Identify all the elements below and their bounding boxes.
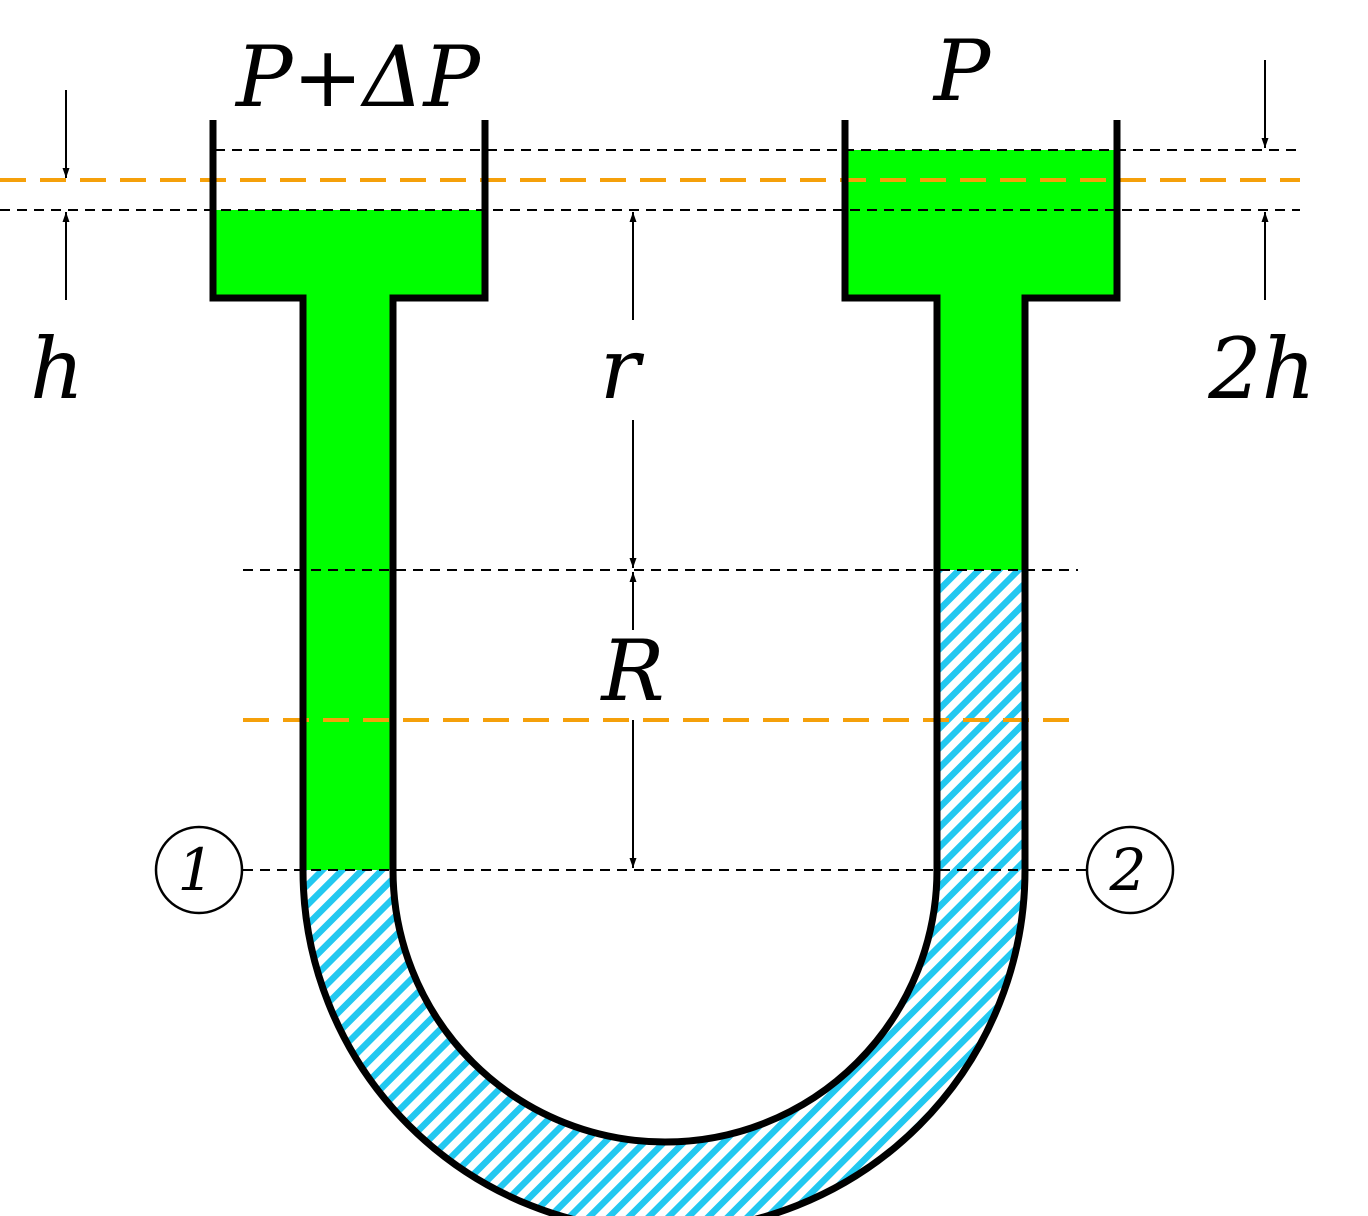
point-1-label: 1: [178, 836, 215, 904]
tube-outline: [209, 120, 1121, 1216]
manometer-fluid-hatched: [303, 570, 1025, 1216]
right-fluid-green: [845, 150, 1115, 570]
point-2-label: 2: [1109, 836, 1147, 904]
left-fluid-green: [215, 210, 485, 870]
r-label: r: [600, 320, 645, 418]
point-1-marker: [154, 825, 244, 915]
point-2-marker: [1085, 825, 1175, 915]
left-pressure-label: P+ΔP: [234, 28, 482, 126]
right-pressure-label: P: [932, 22, 992, 120]
reference-lines-orange: [0, 178, 1300, 722]
dimension-arrows: [62, 60, 1269, 868]
h-label: h: [30, 320, 84, 418]
two-h-label: 2h: [1207, 320, 1316, 418]
R-label: R: [599, 622, 664, 720]
